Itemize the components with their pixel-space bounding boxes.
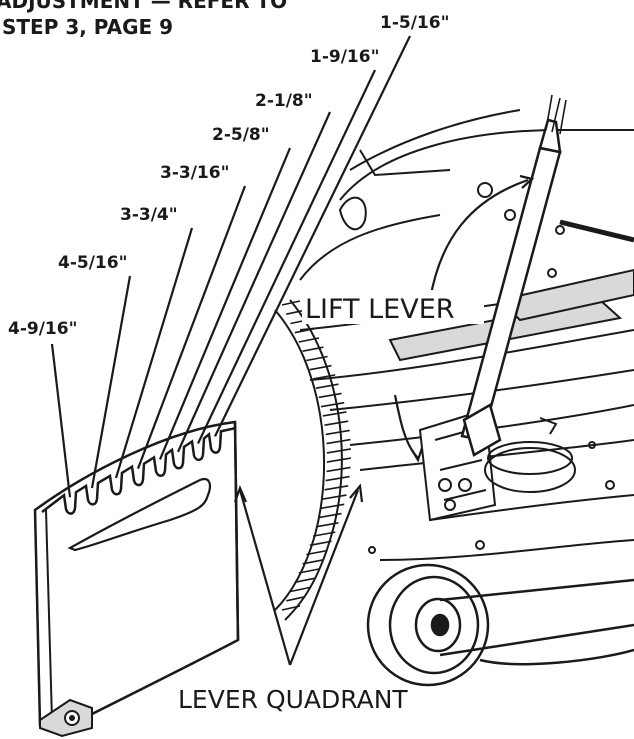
lever-quadrant-label: LEVER QUADRANT	[178, 685, 408, 714]
height-leader-line	[90, 275, 132, 489]
height-label-5: 3-3/16"	[160, 163, 229, 183]
height-leader-line	[197, 69, 376, 444]
height-label-3: 2-1/8"	[255, 91, 313, 111]
callout-leaders	[233, 174, 535, 666]
lift-lever-label: LIFT LEVER	[305, 294, 455, 325]
height-label-4: 2-5/8"	[212, 125, 270, 145]
height-label-7: 4-5/16"	[58, 253, 127, 273]
height-label-6: 3-3/4"	[120, 205, 178, 225]
lift-lever	[460, 94, 567, 457]
lever-quadrant	[33, 420, 240, 738]
height-label-1: 1-5/16"	[380, 13, 449, 33]
height-leader-line	[214, 35, 411, 437]
height-label-8: 4-9/16"	[8, 319, 77, 339]
height-leader-line	[136, 185, 247, 470]
height-leader-line	[158, 147, 292, 460]
height-leader-lines	[50, 35, 411, 498]
fan-drum	[274, 299, 352, 621]
lift-lever-label-bg	[302, 290, 484, 324]
height-label-2: 1-9/16"	[310, 47, 379, 67]
height-leader-line	[176, 111, 332, 453]
wheel	[366, 563, 634, 687]
height-leader-line	[50, 343, 72, 498]
height-leader-line	[114, 227, 194, 479]
header-line-2: STEP 3, PAGE 9	[2, 15, 173, 39]
mower-body	[299, 109, 634, 561]
header-line-1: ADJUSTMENT — REFER TO	[0, 0, 287, 13]
